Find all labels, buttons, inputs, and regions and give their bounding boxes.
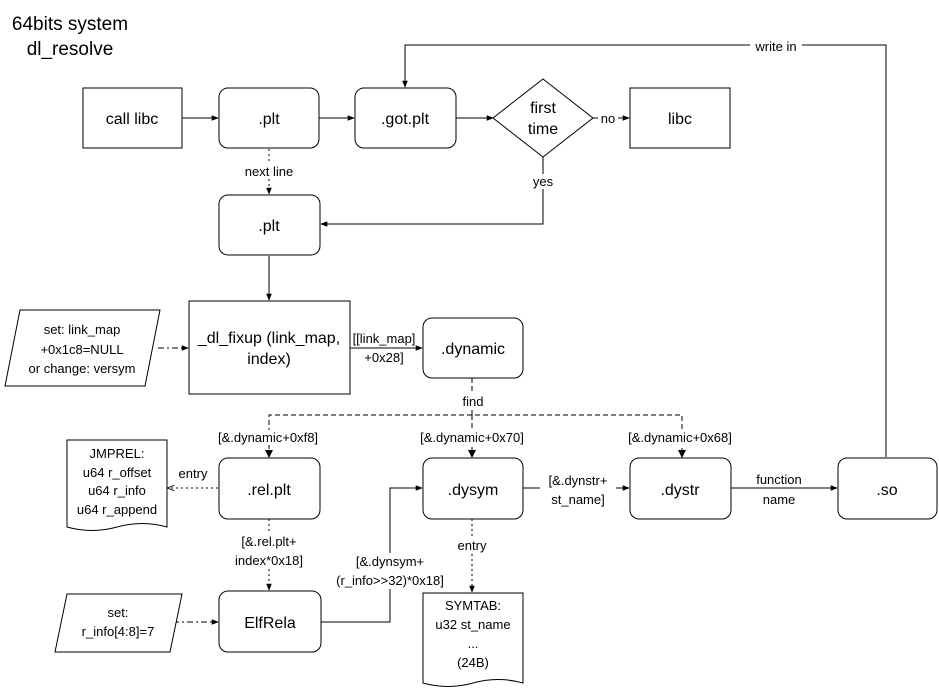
label-entry-sym: entry	[458, 538, 487, 553]
title-line-1: 64bits system	[12, 14, 128, 35]
title-line-2: dl_resolve	[27, 39, 114, 60]
label-link-map-offset-2: +0x28]	[364, 350, 403, 365]
node-dl-fixup-line-1: _dl_fixup (link_map,	[197, 330, 340, 347]
node-set-link-map-line-1: set: link_map	[44, 322, 121, 337]
node-symtab-line-2: u32 st_name	[435, 617, 510, 632]
node-so-label: .so	[876, 482, 897, 499]
node-jmprel-line-2: u64 r_offset	[83, 465, 152, 480]
node-plt-top-label: .plt	[258, 111, 280, 128]
node-elfrela-label: ElfRela	[244, 615, 296, 632]
label-yes: yes	[533, 174, 554, 189]
node-call-libc-label: call libc	[106, 111, 158, 128]
node-got-plt-label: .got.plt	[381, 111, 430, 128]
node-plt-mid: .plt	[218, 194, 321, 256]
label-link-map-offset-1: [[link_map]	[353, 331, 416, 346]
label-function-name-2: name	[763, 492, 796, 507]
node-rel-plt-label: .rel.plt	[247, 482, 291, 499]
label-dynsym-rinfo-1: [&.dynsym+	[356, 554, 424, 569]
node-rel-plt: .rel.plt	[218, 457, 321, 520]
label-entry-rel: entry	[179, 466, 208, 481]
node-set-link-map-line-2: +0x1c8=NULL	[40, 342, 123, 357]
edge-firsttime-plt	[320, 156, 544, 227]
node-jmprel-line-1: JMPREL:	[90, 446, 145, 461]
node-first-time: first time	[492, 78, 594, 158]
node-dystr: .dystr	[629, 457, 732, 520]
node-call-libc: call libc	[82, 87, 183, 149]
node-jmprel: JMPREL: u64 r_offset u64 r_info u64 r_ap…	[66, 439, 168, 531]
node-jmprel-line-3: u64 r_info	[88, 483, 146, 498]
node-dystr-label: .dystr	[660, 482, 700, 499]
label-write-in: write in	[754, 39, 796, 54]
label-dynstr-stname-1: [&.dynstr+	[549, 473, 608, 488]
label-dynsym-rinfo-2: (r_info>>32)*0x18]	[336, 573, 444, 588]
node-libc: libc	[629, 87, 731, 149]
node-elfrela: ElfRela	[218, 590, 322, 653]
node-plt-top: .plt	[218, 87, 320, 149]
label-relplt-index-1: [&.rel.plt+	[241, 534, 296, 549]
node-dysym-label: .dysym	[448, 482, 499, 499]
label-relplt-index-2: index*0x18]	[235, 553, 303, 568]
node-dysym: .dysym	[422, 457, 524, 520]
node-set-r-info-line-2: r_info[4:8]=7	[82, 624, 155, 639]
label-dyn-68: [&.dynamic+0x68]	[628, 430, 732, 445]
node-symtab-line-3: ...	[468, 636, 479, 651]
node-libc-label: libc	[668, 111, 692, 128]
node-symtab-line-4: (24B)	[457, 655, 489, 670]
node-set-r-info-line-1: set:	[108, 605, 129, 620]
node-symtab-line-1: SYMTAB:	[445, 598, 501, 613]
label-find: find	[463, 394, 484, 409]
label-dyn-70: [&.dynamic+0x70]	[420, 430, 524, 445]
node-dynamic-label: .dynamic	[441, 341, 505, 358]
node-first-time-line-1: first	[530, 100, 556, 117]
node-first-time-line-2: time	[528, 121, 558, 138]
label-no: no	[601, 111, 615, 126]
node-set-link-map: set: link_map +0x1c8=NULL or change: ver…	[4, 309, 161, 387]
node-dl-fixup-line-2: index)	[247, 351, 291, 368]
label-next-line: next line	[245, 164, 293, 179]
node-set-link-map-line-3: or change: versym	[29, 361, 136, 376]
node-set-r-info: set: r_info[4:8]=7	[54, 593, 183, 653]
node-got-plt: .got.plt	[354, 87, 457, 149]
node-symtab: SYMTAB: u32 st_name ... (24B)	[422, 592, 524, 687]
label-function-name-1: function	[756, 472, 802, 487]
edge-so-gotplt	[402, 44, 887, 457]
node-dl-fixup: _dl_fixup (link_map, index)	[188, 300, 351, 395]
node-so: .so	[837, 457, 938, 520]
label-dynstr-stname-2: st_name]	[551, 492, 604, 507]
label-dyn-f8: [&.dynamic+0xf8]	[218, 430, 318, 445]
node-plt-mid-label: .plt	[258, 218, 280, 235]
node-dynamic: .dynamic	[422, 317, 524, 379]
node-jmprel-line-4: u64 r_append	[77, 502, 157, 517]
